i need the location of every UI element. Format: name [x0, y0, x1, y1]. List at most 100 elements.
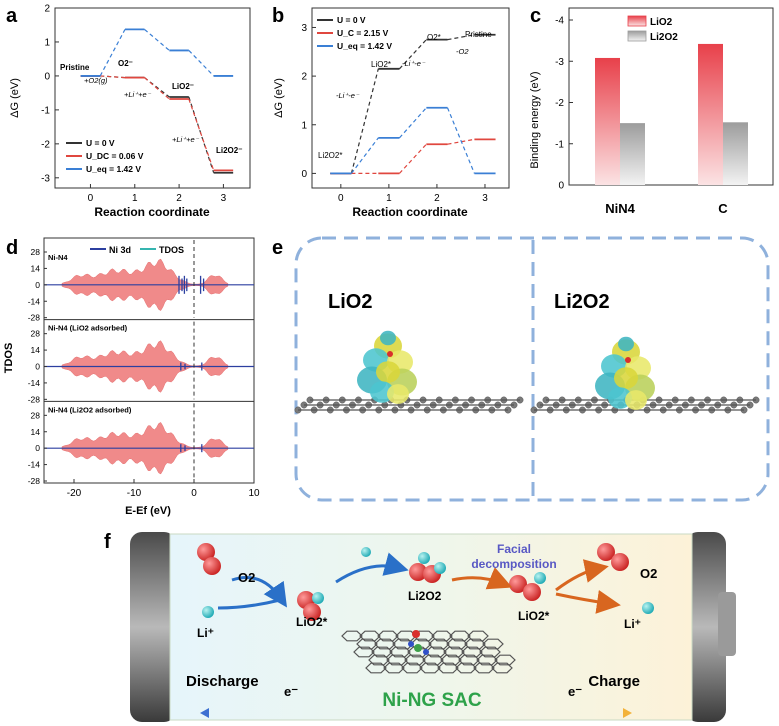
f-label-lio2-right: LiO2*: [518, 609, 550, 623]
panel-a-yticks: 210-1-2-3: [41, 4, 59, 184]
panel-e-dashed-frame: [294, 236, 770, 502]
graphene-ring-38: [473, 662, 495, 674]
ytick-label: -14: [28, 460, 41, 470]
lio2-oxygen-atom: [387, 351, 393, 357]
graphene-ring-10: [392, 638, 414, 650]
ni-single-atom: [414, 644, 422, 652]
xtick-label: 0: [191, 488, 197, 499]
lio2-density-5: [376, 361, 400, 383]
panel-a-letter: a: [6, 5, 18, 27]
panel-b-lines: [330, 33, 496, 175]
panel-a-state-li2o2: Li2O2⁻: [216, 146, 242, 155]
panel-b-step-2: -Li⁺-e⁻: [402, 59, 426, 68]
panel-a-xlabel: Reaction coordinate: [94, 205, 210, 219]
li-floating: [361, 547, 371, 557]
f-label-o2-left: O2: [238, 570, 255, 585]
graphene-ring-26: [404, 654, 426, 666]
nitrogen-atom-1: [423, 649, 429, 655]
o2-right-atom-1: [611, 553, 629, 571]
ytick-label: -28: [28, 394, 41, 404]
ytick-label: 0: [44, 71, 50, 82]
xtick-label: -10: [127, 488, 142, 499]
graphene-ring-22: [461, 646, 483, 658]
o2-right-atom-0: [597, 543, 615, 561]
xtick-label: 0: [88, 193, 94, 204]
xtick-label: 1: [386, 193, 392, 204]
ytick-label: -2: [41, 139, 50, 150]
li2o2-density-8: [618, 336, 634, 352]
f-label-lio2-mid: LiO2*: [296, 615, 328, 629]
ytick-label: 28: [31, 247, 41, 257]
legend-label-0: U = 0 V: [337, 15, 366, 25]
panel-b-state-pristine: Pristine: [465, 30, 492, 39]
panel-c-cat-0: NiN4: [605, 201, 635, 216]
arrow-to-li2o2: [335, 552, 409, 584]
legend-swatch-0: [627, 15, 647, 27]
li2o2-li-1: [434, 562, 446, 574]
lio2-mid-o-1: [303, 603, 321, 621]
graphene-ring-29: [458, 654, 480, 666]
panel-f-letter: f: [104, 531, 111, 553]
subplot-title-2: Ni-N4 (Li2O2 adsorbed): [48, 405, 132, 414]
li2o2-li-0: [418, 552, 430, 564]
legend-swatch-1: [627, 30, 647, 42]
f-label-li2o2: Li2O2: [408, 589, 442, 603]
panel-e-letter: e: [272, 237, 283, 259]
arrow-li-in: [217, 598, 281, 610]
panel-b-state-li2o2: Li2O2*: [318, 151, 342, 160]
ytick-label: 14: [31, 427, 41, 437]
f-label-e-left: e⁻: [284, 684, 298, 699]
ytick-label: -1: [555, 139, 564, 150]
arrow-o2-in: [231, 576, 287, 608]
ytick-label: 0: [301, 169, 307, 180]
graphene-ring-37: [455, 662, 477, 674]
graphene-ring-23: [479, 646, 501, 658]
f-label-charge: Charge: [588, 673, 640, 690]
lio2-right-li: [534, 572, 546, 584]
series-1-connector-1: [399, 143, 427, 174]
series-0-connector-2: [447, 34, 475, 41]
panel-e-label-lio2: LiO2: [328, 291, 372, 313]
panel-b-state-lio2: LiO2*: [371, 60, 391, 69]
graphene-ring-8: [356, 638, 378, 650]
xtick-label: 1: [132, 193, 138, 204]
series-0-connector-0: [350, 68, 379, 174]
lio2-density-8: [380, 330, 396, 346]
bar-LiO2-C: [698, 43, 723, 185]
ytick-label: 14: [31, 263, 41, 273]
panel-a-frame: [54, 7, 251, 189]
nitrogen-atom-0: [408, 641, 414, 647]
li2o2-density-5: [614, 367, 638, 389]
li2o2-oxygen-atom: [625, 357, 631, 363]
graphene-ring-1: [359, 630, 381, 642]
graphene-ring-24: [368, 654, 390, 666]
series-2-connector-1: [399, 107, 427, 139]
panel-f: f O2 Li⁺ LiO2* Li2O2 Facial decompositio…: [104, 531, 736, 722]
series-0-connector-1: [144, 77, 170, 98]
panel-c-letter: c: [530, 5, 541, 27]
lio2-right-o-1: [523, 583, 541, 601]
ytick-label: -3: [41, 173, 50, 184]
graphene-ring-6: [449, 630, 471, 642]
lio2-mid-li: [312, 592, 324, 604]
xtick-label: 3: [482, 193, 488, 204]
series-2-connector-2: [446, 107, 475, 174]
panel-a-ylabel: ΔG (eV): [9, 78, 21, 118]
arrow-li-out: [555, 589, 621, 614]
electron-arrow-right-head: [623, 708, 632, 718]
panel-b-frame: [311, 7, 510, 189]
lio2-right-o-0: [509, 575, 527, 593]
panel-b-step-3: -O2: [456, 47, 469, 56]
xtick-label: 3: [221, 193, 227, 204]
xtick-label: 2: [434, 193, 440, 204]
series-2-connector-2: [188, 50, 215, 77]
xtick-label: 0: [338, 193, 344, 204]
ytick-label: 14: [31, 345, 41, 355]
o2-left-atom-0: [197, 543, 215, 561]
